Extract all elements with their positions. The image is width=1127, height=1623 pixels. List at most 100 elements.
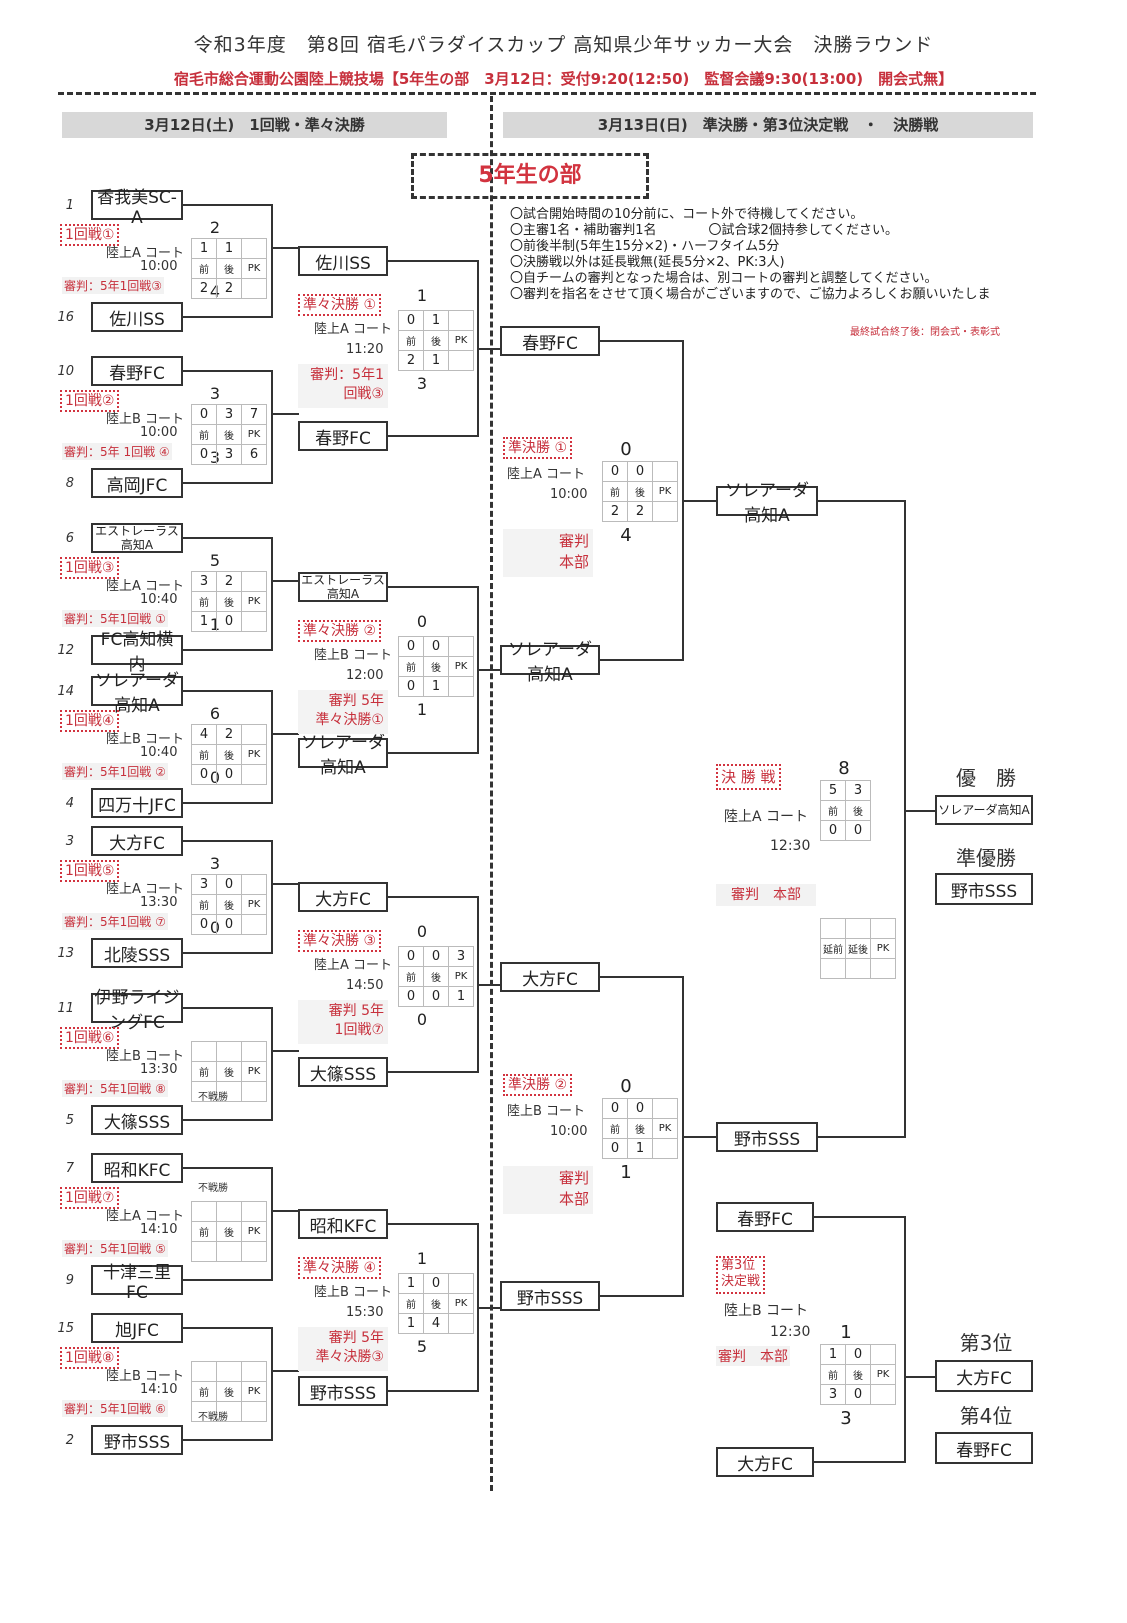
score-cell [652,1098,678,1119]
score-cell: 0 [627,1098,653,1119]
score-cell: 前 [191,258,217,279]
score-cell: 後 [216,591,242,612]
match-label: 1回戦⑦ [60,1187,120,1209]
score-cell [241,238,267,259]
match-label: 1回戦① [60,224,120,246]
referee-label: 審判：5年1回戦 ① [62,610,168,627]
score-cell: 後 [216,1221,242,1242]
score-cell: 0 [845,1384,871,1405]
match-label: 準々決勝 ② [298,620,382,642]
score-cell: 0 [398,676,424,697]
score-cell [241,914,267,935]
score-cell: 1 [398,1313,424,1334]
score-total: 1 [840,1322,852,1343]
team-box: 野市SSS [298,1376,388,1406]
score-cell: 3 [191,874,217,895]
bracket-line [388,435,478,437]
score-cell: 1 [423,350,449,371]
score-total: 4 [620,525,632,546]
bracket-line [818,1136,906,1138]
score-cell: 0 [191,404,217,425]
score-cell: 後 [216,258,242,279]
score-cell: 後 [423,330,449,351]
score-cell: 4 [191,724,217,745]
team-box: ソレアーダ高知A [500,640,600,685]
referee-label: 審判 本部 [503,1166,593,1214]
match-time: 10:00 [140,425,178,440]
fourth-label: 第4位 [959,1404,1013,1428]
bracket-line [271,580,299,582]
score-cell [241,764,267,785]
bracket-line [388,896,478,898]
score-cell [448,1313,474,1334]
score-cell: PK [241,744,267,765]
match-label: 1回戦② [60,390,120,412]
referee-label: 審判 本部 [503,529,593,577]
score-total: 0 [416,612,428,631]
team-box: 十津三里FC [91,1263,183,1303]
score-cell [191,1201,217,1222]
score-cell [241,1401,267,1422]
score-cell: 1 [398,1273,424,1294]
score-cell: 前 [191,1221,217,1242]
score-cell: 前 [191,1061,217,1082]
score-cell: PK [652,481,678,502]
bracket-line [600,340,684,342]
score-cell: 後 [216,894,242,915]
referee-label: 審判：5年1回戦 ② [62,763,168,780]
score-cell [448,310,474,331]
bracket-line [477,348,501,350]
score-cell: PK [241,591,267,612]
match-label: 準々決勝 ③ [298,930,382,952]
seed-number: 16 [57,310,74,325]
score-cell: 0 [602,1138,628,1159]
score-cell: 0 [423,636,449,657]
team-box: 大方FC [298,882,388,912]
day-divider [490,96,493,1491]
court-label: 陸上B コート [106,1049,185,1064]
match-time: 10:00 [140,259,178,274]
bracket-line [600,976,684,978]
score-cell: 3 [216,404,242,425]
forfeit-label: 不戦勝 [198,1183,228,1194]
team-box: エストレーラス高知A [298,572,388,602]
score-cell: 前 [398,656,424,677]
score-cell: 0 [423,1273,449,1294]
bracket-line [271,733,299,735]
bracket-line [904,810,936,812]
score-cell [241,724,267,745]
seed-number: 15 [57,1321,74,1336]
team-box: ソレアーダ高知A [298,733,388,778]
score-cell: PK [241,258,267,279]
score-cell: 前 [820,1364,846,1385]
bracket-line [904,500,906,1138]
score-cell: 2 [398,350,424,371]
score-cell: 後 [423,966,449,987]
match-time: 10:00 [550,1124,588,1139]
bracket-line [183,316,273,318]
score-total: 1 [416,286,428,305]
bracket-line [271,413,299,415]
score-cell: 前 [602,481,628,502]
score-cell: 0 [845,820,871,841]
score-total: 0 [620,1076,632,1097]
score-cell: 前 [398,966,424,987]
bracket-line [271,247,299,249]
score-cell: 2 [216,278,242,299]
score-cell: 2 [191,278,217,299]
match-label: 決 勝 戦 [716,764,781,790]
court-label: 陸上A コート [507,467,586,482]
score-cell: 0 [602,461,628,482]
champion-label: 優 勝 [956,766,1016,790]
score-cell: 後 [423,656,449,677]
score-cell: 1 [627,1138,653,1159]
header-divider [58,92,1036,95]
bracket-line [904,1216,906,1463]
bracket-line [183,690,273,692]
bracket-line [183,537,273,539]
seed-number: 5 [65,1113,74,1128]
score-cell [870,1344,896,1365]
